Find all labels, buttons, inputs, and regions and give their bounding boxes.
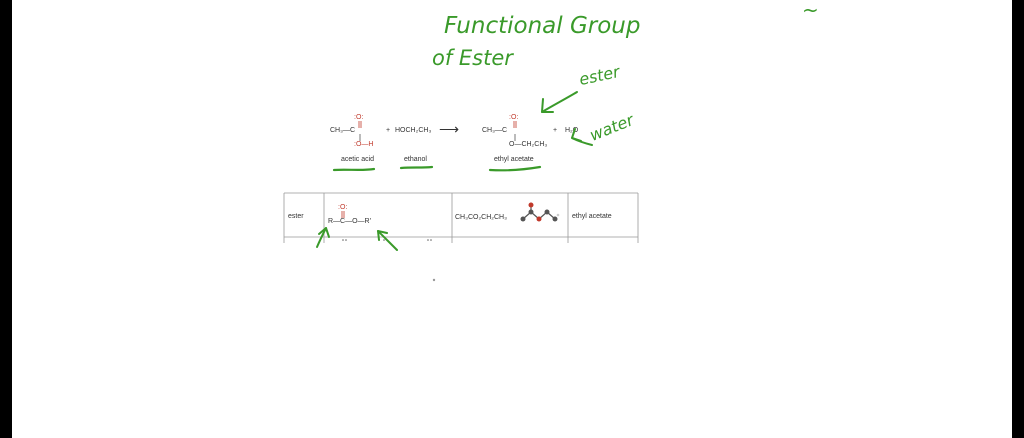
whiteboard-canvas[interactable]: Functional Group of Ester ~ ester water … <box>12 0 1012 438</box>
table-cell-ester: ester <box>288 213 304 220</box>
reaction-arrow: ⟶ <box>439 121 460 137</box>
ethyl-acetate-molecule-model <box>520 202 560 222</box>
title-functional-group: Functional Group <box>444 13 641 39</box>
plus-sign-1: + <box>386 127 391 134</box>
arrow-to-o-r-group <box>377 230 398 251</box>
underline-ethanol <box>399 165 434 170</box>
ethanol-label: ethanol <box>404 156 427 163</box>
ethyl-acetate-label: ethyl acetate <box>494 156 534 163</box>
drawing-overlay <box>283 91 639 282</box>
table-general-carbonyl-oxygen: :O: <box>338 204 348 211</box>
title-of-ester: of Ester <box>432 46 513 70</box>
arrow-to-ester <box>541 91 578 113</box>
table-example-name: ethyl acetate <box>572 213 612 220</box>
acetic-acid-label: acetic acid <box>341 156 375 163</box>
acid-methyl-carbon: CH₃—C <box>330 127 356 134</box>
acid-hydroxyl: :O—H <box>354 141 374 148</box>
top-right-mark: ~ <box>802 0 819 22</box>
acid-carbonyl-oxygen: :O: <box>354 114 364 121</box>
underline-ethyl-acetate <box>488 165 542 172</box>
table-general-structure: R—C—O—R′ <box>328 218 371 225</box>
water-formula: H₂O <box>565 127 579 134</box>
ester-carbonyl-oxygen: :O: <box>509 114 519 121</box>
ester-ethoxy-group: O—CH₂CH₃ <box>509 141 548 148</box>
ethanol-formula: HOCH₂CH₃ <box>395 127 432 134</box>
table-example-formula: CH₃CO₂CH₂CH₃ <box>455 214 507 221</box>
plus-sign-2: + <box>553 127 558 134</box>
underline-acetic-acid <box>332 167 376 172</box>
ester-methyl-carbon: CH₃—C <box>482 127 508 134</box>
